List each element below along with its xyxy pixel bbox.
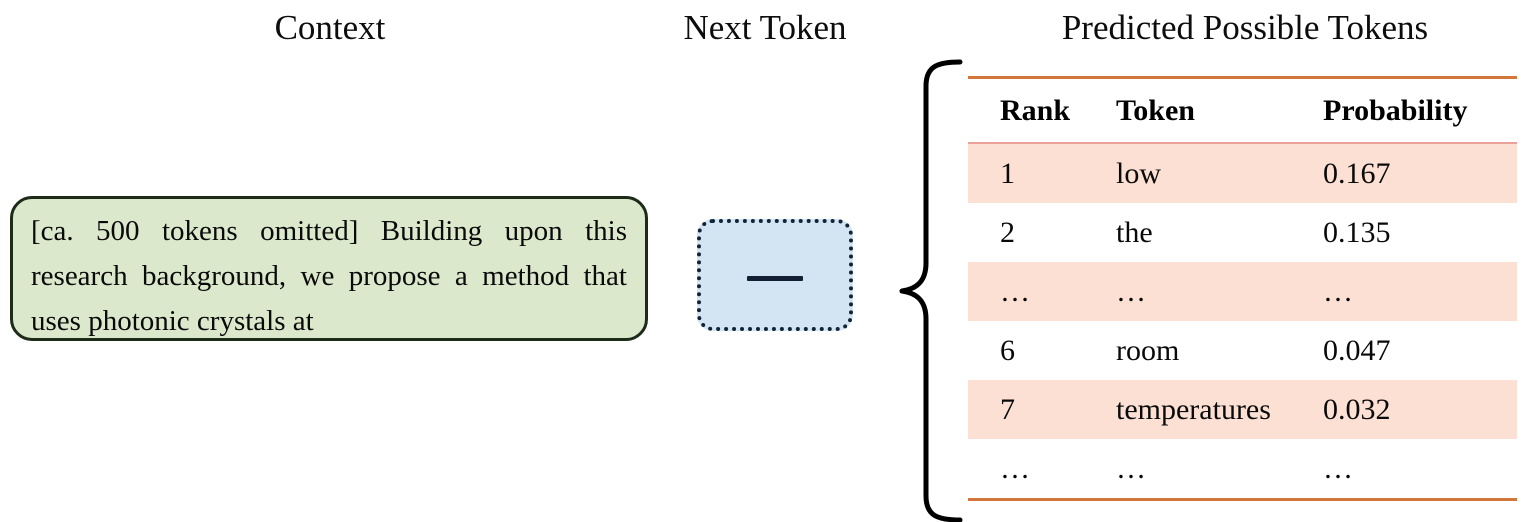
table-header-row: Rank Token Probability — [968, 79, 1517, 142]
predicted-tokens-table: Rank Token Probability 1 low 0.167 2 the 0.13… — [968, 76, 1517, 501]
cell-probability: 0.047 — [1323, 333, 1391, 367]
column-header-rank: Rank — [1000, 93, 1071, 127]
cell-probability: 0.167 — [1323, 156, 1391, 190]
table-row: … … … — [968, 439, 1517, 498]
cell-probability: 0.135 — [1323, 215, 1391, 249]
table-rule-top — [968, 76, 1517, 79]
cell-token: the — [1116, 215, 1153, 249]
next-token-box — [697, 219, 853, 331]
cell-rank: 6 — [1000, 333, 1015, 367]
cell-token: … — [1116, 451, 1149, 485]
cell-token: … — [1116, 274, 1149, 308]
column-header-token: Token — [1116, 93, 1195, 127]
heading-next-token: Next Token — [683, 8, 847, 47]
cell-token: room — [1116, 333, 1180, 367]
cell-rank: 1 — [1000, 156, 1015, 190]
table-row: 7 temperatures 0.032 — [968, 380, 1517, 439]
table-row: … … … — [968, 262, 1517, 321]
table-rule-header — [968, 142, 1517, 144]
table-row: 1 low 0.167 — [968, 144, 1517, 203]
cell-token: low — [1116, 156, 1161, 190]
table-body: 1 low 0.167 2 the 0.135 … … … 6 room 0.047 7 temperat… — [968, 144, 1517, 498]
cell-probability: 0.032 — [1323, 392, 1391, 426]
table-rule-bottom — [968, 498, 1517, 501]
table-row: 6 room 0.047 — [968, 321, 1517, 380]
column-header-probability: Probability — [1323, 93, 1468, 127]
context-box: [ca. 500 tokens omitted] Building upon t… — [10, 196, 648, 341]
cell-rank: 2 — [1000, 215, 1015, 249]
curly-brace-icon — [899, 59, 963, 522]
blank-dash-icon — [747, 275, 803, 281]
context-text: [ca. 500 tokens omitted] Building upon t… — [31, 215, 627, 337]
cell-rank: … — [1000, 451, 1033, 485]
cell-probability: … — [1323, 451, 1356, 485]
cell-probability: … — [1323, 274, 1356, 308]
table-row: 2 the 0.135 — [968, 203, 1517, 262]
cell-rank: … — [1000, 274, 1033, 308]
heading-predicted-possible-tokens: Predicted Possible Tokens — [1061, 8, 1429, 47]
heading-context: Context — [274, 8, 386, 47]
cell-rank: 7 — [1000, 392, 1015, 426]
cell-token: temperatures — [1116, 392, 1271, 426]
